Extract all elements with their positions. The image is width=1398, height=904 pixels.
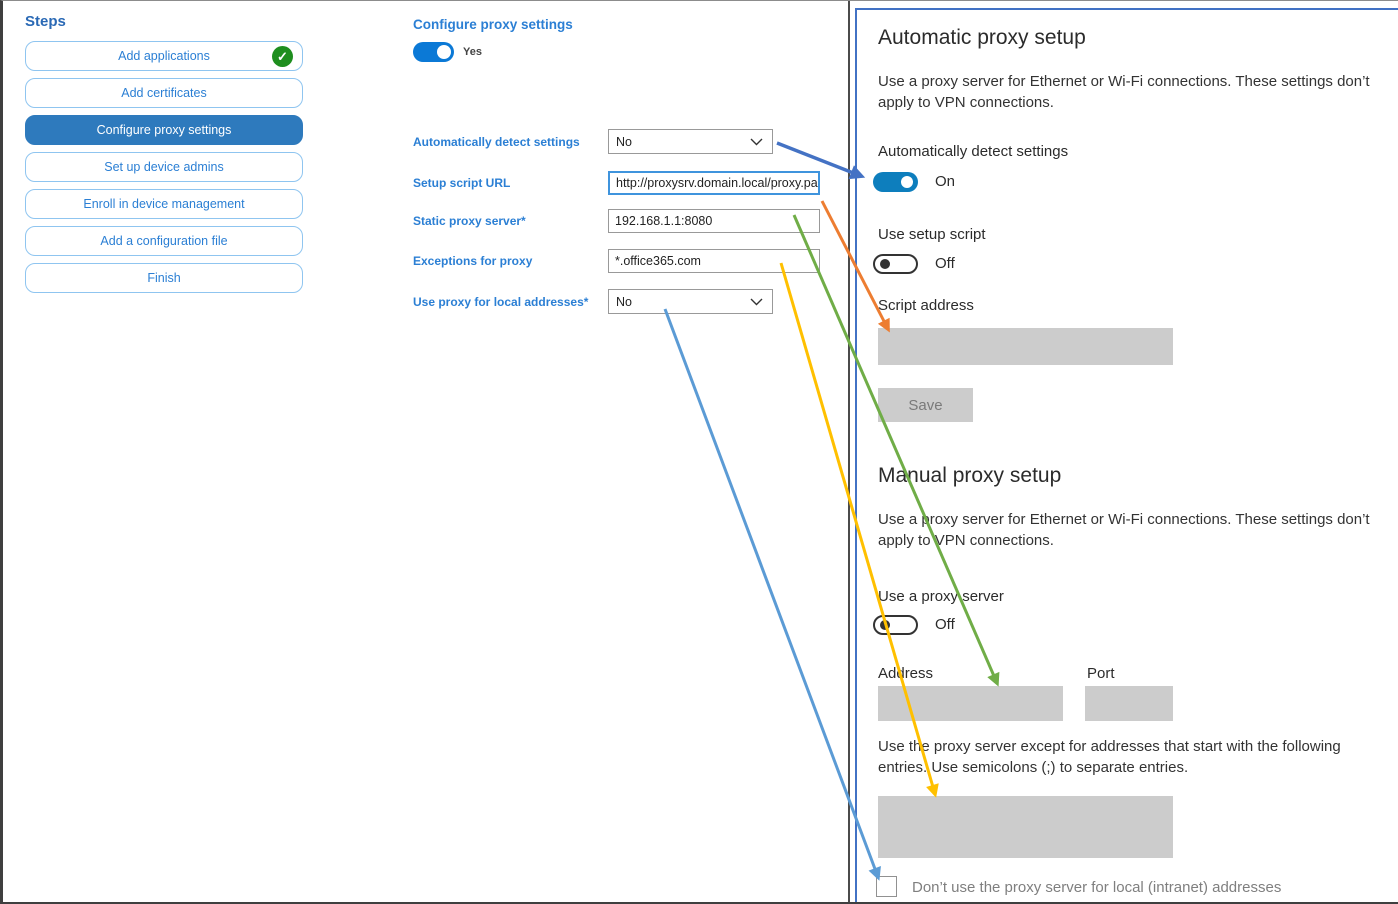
- step-add-applications[interactable]: Add applications ✓: [25, 41, 303, 71]
- step-label: Finish: [147, 271, 181, 285]
- toggle-state-label: Off: [935, 616, 955, 633]
- window-divider: [848, 1, 850, 902]
- step-configure-proxy-settings[interactable]: Configure proxy settings: [25, 115, 303, 145]
- field-row-auto-detect: Automatically detect settings No: [413, 129, 773, 154]
- arrow-local-addresses: [663, 308, 881, 881]
- page-title: Configure proxy settings: [413, 17, 573, 32]
- step-set-up-device-admins[interactable]: Set up device admins: [25, 152, 303, 182]
- exceptions-description: Use the proxy server except for addresse…: [878, 738, 1341, 776]
- step-finish[interactable]: Finish: [25, 263, 303, 293]
- toggle-knob: [880, 620, 890, 630]
- toggle-state-label: Yes: [463, 46, 482, 58]
- section-description: Use a proxy server for Ethernet or Wi-Fi…: [878, 511, 1370, 549]
- section-heading: Manual proxy setup: [878, 464, 1062, 487]
- field-label: Exceptions for proxy: [413, 254, 533, 268]
- field-row-static-proxy: Static proxy server*: [413, 209, 820, 233]
- steps-title: Steps: [25, 13, 66, 30]
- local-addresses-dropdown[interactable]: No: [608, 289, 773, 314]
- field-label: Automatically detect settings: [413, 134, 580, 149]
- auto-detect-toggle[interactable]: [873, 172, 918, 192]
- toggle-knob: [437, 45, 451, 59]
- step-add-certificates[interactable]: Add certificates: [25, 78, 303, 108]
- auto-detect-dropdown[interactable]: No: [608, 129, 773, 154]
- field-row-exceptions: Exceptions for proxy: [413, 249, 820, 273]
- port-input[interactable]: [1085, 686, 1173, 721]
- field-label: Setup script URL: [413, 176, 511, 190]
- proxy-exceptions-input[interactable]: [608, 249, 820, 273]
- step-label: Add a configuration file: [100, 234, 228, 248]
- use-proxy-server-label: Use a proxy server: [878, 588, 1004, 605]
- toggle-state-label: Off: [935, 255, 955, 272]
- script-address-label: Script address: [878, 297, 974, 314]
- step-add-a-configuration-file[interactable]: Add a configuration file: [25, 226, 303, 256]
- section-heading: Automatic proxy setup: [878, 26, 1086, 49]
- field-label: Use proxy for local addresses*: [413, 294, 589, 309]
- section-description: Use a proxy server for Ethernet or Wi-Fi…: [878, 73, 1370, 111]
- step-label: Enroll in device management: [83, 197, 245, 211]
- auto-detect-label: Automatically detect settings: [878, 143, 1069, 160]
- use-proxy-server-toggle[interactable]: [873, 615, 918, 635]
- step-label: Add certificates: [121, 86, 207, 100]
- toggle-knob: [880, 259, 890, 269]
- dropdown-value: No: [616, 134, 632, 149]
- steps-sidebar: Steps Add applications ✓ Add certificate…: [25, 13, 303, 300]
- configure-proxy-toggle[interactable]: [413, 42, 454, 62]
- toggle-state-label: On: [935, 173, 956, 190]
- dropdown-value: No: [616, 294, 632, 309]
- local-addresses-checkbox-label: Don’t use the proxy server for local (in…: [912, 879, 1282, 896]
- address-label: Address: [878, 665, 934, 682]
- field-row-setup-script-url: Setup script URL: [413, 171, 820, 195]
- exceptions-textarea[interactable]: [878, 796, 1173, 858]
- step-enroll-in-device-management[interactable]: Enroll in device management: [25, 189, 303, 219]
- field-row-local-addresses: Use proxy for local addresses* No: [413, 289, 773, 314]
- static-proxy-server-input[interactable]: [608, 209, 820, 233]
- chevron-down-icon: [750, 138, 763, 145]
- step-label: Configure proxy settings: [96, 123, 232, 137]
- local-addresses-checkbox[interactable]: [876, 876, 897, 897]
- windows-proxy-settings-panel: Automatic proxy setup Use a proxy server…: [855, 8, 1398, 902]
- address-input[interactable]: [878, 686, 1063, 721]
- setup-script-url-input[interactable]: [608, 171, 820, 195]
- use-setup-script-toggle[interactable]: [873, 254, 918, 274]
- chevron-down-icon: [750, 298, 763, 305]
- toggle-knob: [901, 176, 913, 188]
- port-label: Port: [1087, 665, 1115, 682]
- script-address-input[interactable]: [878, 328, 1173, 365]
- check-icon: ✓: [272, 46, 293, 67]
- save-button[interactable]: Save: [878, 388, 973, 422]
- step-label: Add applications: [118, 49, 210, 63]
- step-label: Set up device admins: [104, 160, 224, 174]
- use-setup-script-label: Use setup script: [878, 226, 986, 243]
- field-label: Static proxy server*: [413, 214, 526, 228]
